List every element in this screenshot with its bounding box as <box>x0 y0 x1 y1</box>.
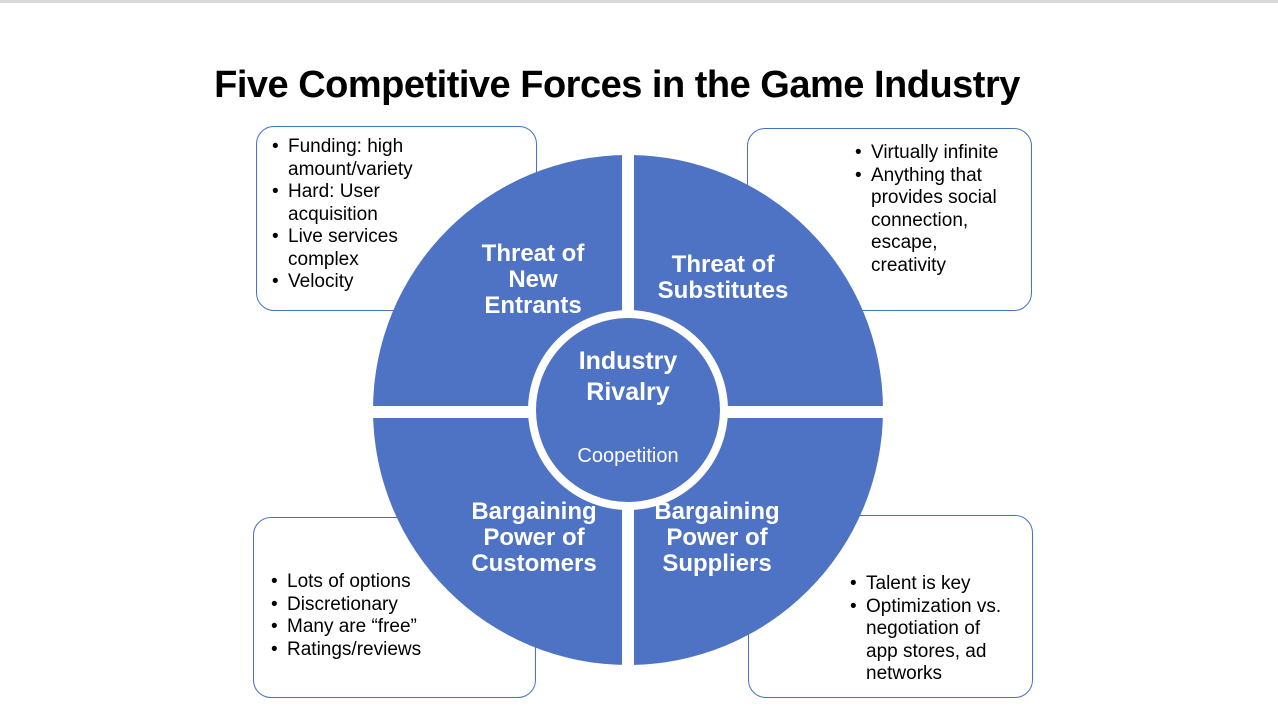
list-item-text: Talent is key <box>866 573 971 594</box>
list-item: Optimization vs. negotiation of app stor… <box>849 596 1028 686</box>
list-item: Hard: User acquisition <box>271 181 530 226</box>
list-item: Funding: high amount/variety <box>271 136 530 181</box>
list-item-text: Velocity <box>288 271 354 292</box>
slide-title: Five Competitive Forces in the Game Indu… <box>214 64 1020 106</box>
list-item-text: Many are “free” <box>287 616 417 637</box>
quadrant-label-suppliers: Bargaining Power of Suppliers <box>654 498 780 577</box>
quadrant-label-customers: Bargaining Power of Customers <box>471 498 597 577</box>
bullet-list: Talent is key Optimization vs. negotiati… <box>749 516 1032 686</box>
quadrant-label-new-entrants: Threat of New Entrants <box>481 240 585 319</box>
list-item: Velocity <box>271 271 530 294</box>
list-item-text: Hard: User acquisition <box>288 181 380 225</box>
center-subtitle: Coopetition <box>577 445 679 467</box>
list-item-text: Ratings/reviews <box>287 638 422 660</box>
list-item-text: Live services complex <box>288 226 398 270</box>
list-item: Lots of options <box>270 571 529 594</box>
center-title: Industry Rivalry <box>578 347 678 406</box>
list-item: Many are “free” <box>270 616 529 639</box>
list-item-text: Discretionary <box>287 593 398 615</box>
list-item-text: Lots of options <box>287 571 411 592</box>
quadrant-label-substitutes: Threat of Substitutes <box>657 251 789 304</box>
callout-suppliers: Talent is key Optimization vs. negotiati… <box>748 515 1033 698</box>
list-item: Live services complex <box>271 226 530 271</box>
list-item: Discretionary <box>270 594 529 617</box>
bullet-list: Lots of options Discretionary Many are “… <box>254 518 535 661</box>
list-item-text: Funding: high amount/variety <box>288 136 413 180</box>
list-item: Virtually infinite <box>854 142 1027 165</box>
list-item-text: Virtually infinite <box>871 142 999 163</box>
bullet-list: Funding: high amount/variety Hard: User … <box>257 127 536 294</box>
list-item: Anything that provides social connection… <box>854 165 1027 278</box>
five-forces-diagram: Threat of New Entrants Threat of Substit… <box>373 155 883 665</box>
list-item: Talent is key <box>849 573 1028 596</box>
window-top-border <box>0 0 1278 3</box>
bullet-list: Virtually infinite Anything that provide… <box>748 129 1031 277</box>
list-item-text: Anything that provides social connection… <box>871 164 997 276</box>
center-circle: Industry Rivalry Coopetition <box>528 310 728 510</box>
list-item-text: Optimization vs. negotiation of app stor… <box>866 595 1002 685</box>
list-item: Ratings/reviews <box>270 639 529 662</box>
